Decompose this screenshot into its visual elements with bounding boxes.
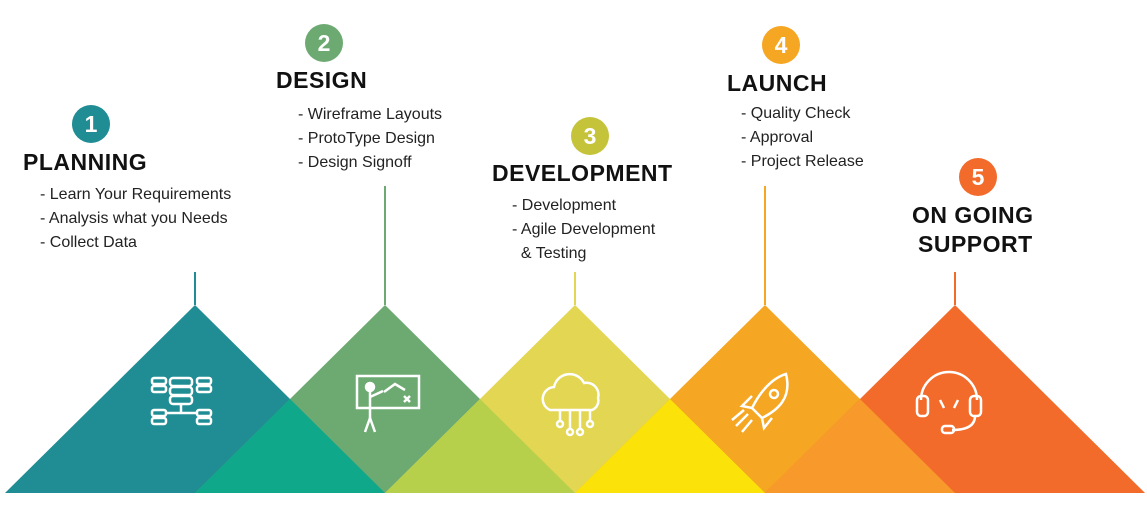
step-title: DESIGN	[276, 67, 368, 93]
step-item: - Development	[512, 197, 617, 214]
step-title: DEVELOPMENT	[492, 160, 673, 186]
headset-icon	[915, 370, 983, 435]
step-item: - Project Release	[741, 153, 864, 170]
cloud-circuit-icon	[541, 372, 600, 437]
rocket-icon	[731, 372, 789, 433]
step-item: - Approval	[741, 129, 814, 146]
stem-launch	[764, 186, 766, 305]
step-item: - Agile Development	[512, 221, 656, 238]
step-item: - Learn Your Requirements	[40, 186, 232, 203]
overlap-4-5	[765, 399, 955, 493]
step-item: - Analysis what you Needs	[40, 210, 228, 227]
stem-design	[384, 186, 386, 305]
step-items: - Learn Your Requirements - Analysis wha…	[40, 183, 231, 255]
step-item: - Wireframe Layouts	[298, 106, 443, 123]
overlap-2-3	[385, 399, 575, 493]
presentation-board-icon	[355, 374, 421, 433]
overlap-3-4	[575, 399, 765, 493]
stem-development	[574, 272, 576, 305]
step-title: PLANNING	[23, 149, 148, 175]
step-item: & Testing	[512, 245, 587, 262]
step-item: - Design Signoff	[298, 154, 412, 171]
step-items: - Wireframe Layouts - ProtoType Design -…	[298, 103, 442, 175]
step-items: - Quality Check - Approval - Project Rel…	[741, 102, 864, 174]
stem-support	[954, 272, 956, 305]
step-number-badge: 1	[72, 105, 110, 143]
database-network-icon	[150, 376, 213, 426]
step-title-line1: ON GOING	[912, 202, 1034, 228]
stem-planning	[194, 272, 196, 305]
step-number-badge: 3	[571, 117, 609, 155]
step-number-badge: 4	[762, 26, 800, 64]
step-item: - Collect Data	[40, 234, 137, 251]
step-title-line2: SUPPORT	[918, 231, 1033, 257]
overlap-1-2	[195, 399, 385, 493]
step-title: LAUNCH	[727, 70, 828, 96]
step-items: - Development - Agile Development & Test…	[512, 194, 655, 266]
step-item: - Quality Check	[741, 105, 851, 122]
step-number-badge: 5	[959, 158, 997, 196]
step-number-badge: 2	[305, 24, 343, 62]
step-item: - ProtoType Design	[298, 130, 435, 147]
